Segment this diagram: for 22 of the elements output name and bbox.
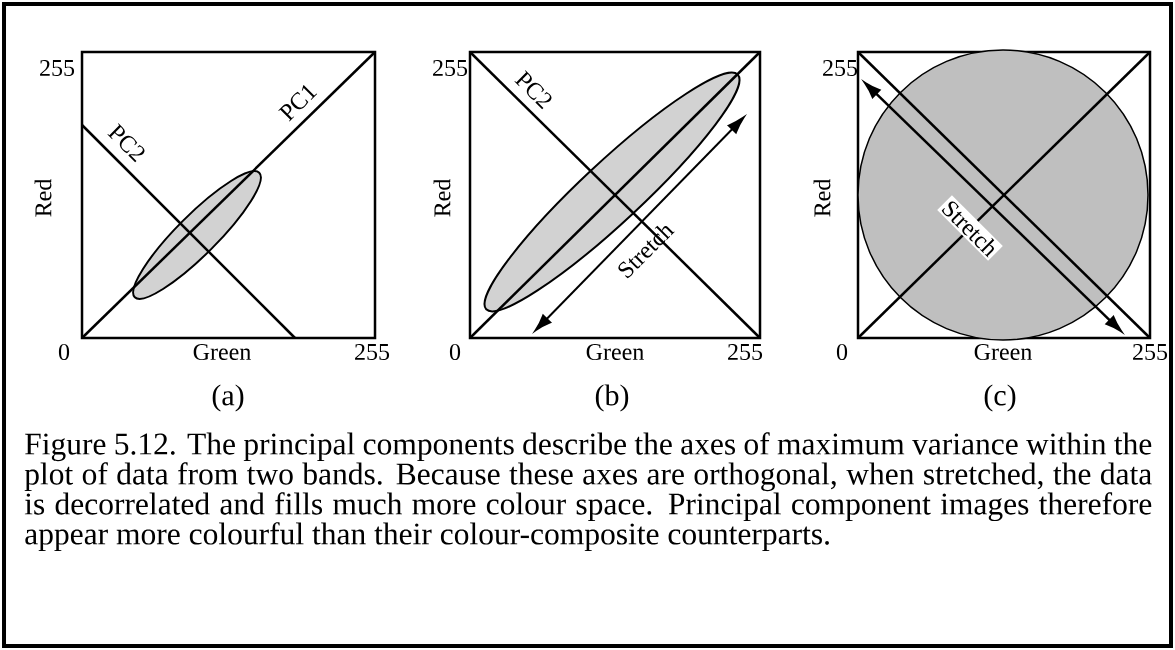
tick-label: 255 [823,59,858,77]
axis-label: PC2 [514,70,552,110]
axis-name: Red [813,178,831,217]
axis-name: Green [974,343,1032,361]
axis-name: Green [586,343,644,361]
axis-label: PC2 [107,123,145,163]
axis-name: Red [34,178,52,217]
tick-label: 0 [449,343,461,361]
tick-label: 255 [355,343,390,361]
axis-name: Red [433,178,451,217]
axis-label: PC1 [278,85,318,122]
panel-label: (c) [984,384,1016,412]
tick-label: 255 [728,343,763,361]
axis-name: Green [193,343,251,361]
figure-caption: Figure 5.12. The principal components describe the axes of maximum variance within the plot of data from two bands. Because these axes are orthogonal, when stretched, the data is decorrelated and fills much more colour space. Principal component images therefore appear more colourful than their colour-composite counterparts. [24,432,1152,551]
tick-label: 255 [1133,343,1168,361]
panel-label: (b) [595,384,629,412]
tick-label: 0 [58,343,70,361]
tick-label: 0 [836,343,848,361]
tick-label: 255 [40,59,75,77]
panel-label: (a) [212,384,244,412]
tick-label: 255 [433,59,468,77]
